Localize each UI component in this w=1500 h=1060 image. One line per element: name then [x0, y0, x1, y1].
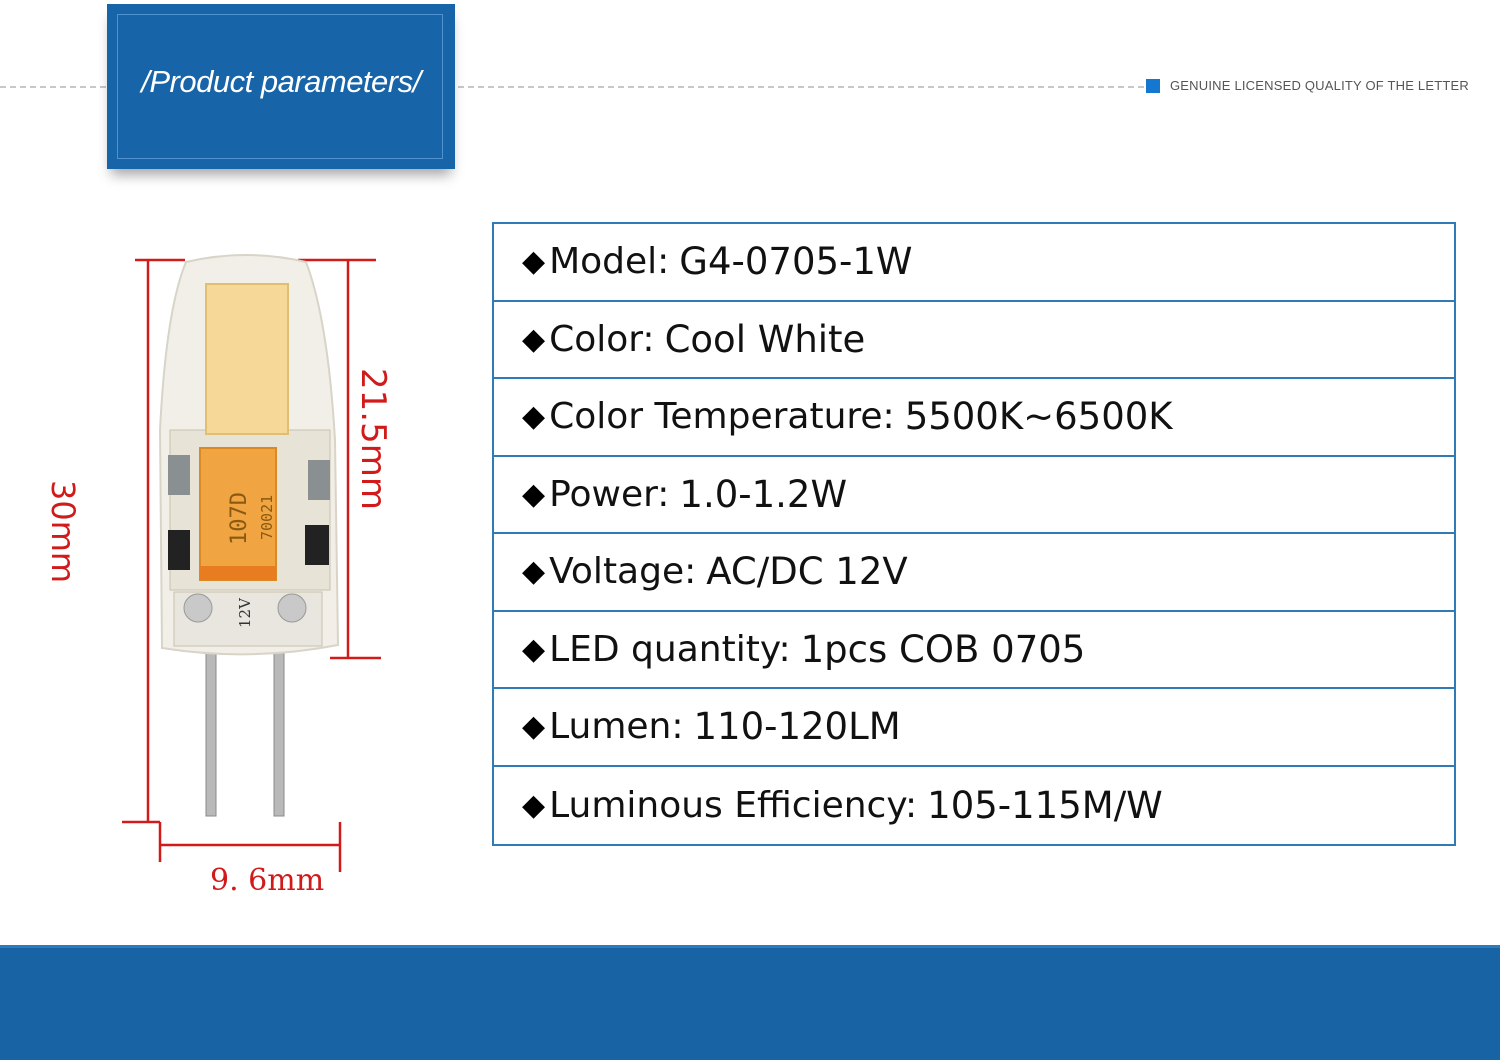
spec-row-color: ◆ Color: Cool White [494, 302, 1454, 379]
spec-row-luminous-efficiency: ◆ Luminous Efficiency: 105-115M/W [494, 767, 1454, 845]
spec-value: Cool White [664, 317, 866, 361]
spec-row-lumen: ◆ Lumen: 110-120LM [494, 689, 1454, 767]
cob-chip [205, 283, 289, 435]
spec-row-power: ◆ Power: 1.0-1.2W [494, 457, 1454, 534]
spec-row-model: ◆ Model: G4-0705-1W [494, 224, 1454, 302]
diamond-bullet-icon: ◆ [522, 321, 546, 357]
tagline-text: GENUINE LICENSED QUALITY OF THE LETTER [1170, 78, 1469, 93]
spec-label: Voltage: [549, 551, 697, 593]
voltage-mark: 12V [236, 597, 254, 628]
spec-label: Color Temperature: [549, 396, 895, 438]
capacitor-code: 107D [227, 492, 252, 545]
page-title: /Product parameters/ [141, 64, 421, 99]
spec-value: 110-120LM [693, 705, 901, 749]
pin-socket [183, 593, 213, 623]
bulb-dimension-drawing: 107D 70021 12V 30mm 21.5mm 9. 6mm [44, 254, 393, 898]
pin-right [273, 639, 285, 817]
spec-label: Lumen: [549, 706, 684, 748]
diamond-bullet-icon: ◆ [522, 244, 546, 280]
divider-right [458, 86, 1144, 88]
spec-value: G4-0705-1W [679, 240, 913, 284]
solder-pad [168, 455, 190, 495]
pin-socket [277, 593, 307, 623]
dimension-total-height: 30mm [44, 480, 82, 583]
spec-label: Luminous Efficiency: [549, 784, 918, 826]
diamond-bullet-icon: ◆ [522, 631, 546, 667]
diamond-bullet-icon: ◆ [522, 399, 546, 435]
spec-value: 105-115M/W [927, 783, 1163, 827]
product-diagram: 107D 70021 12V 30mm 21.5mm 9. 6mm [0, 200, 480, 920]
spec-value: 1pcs COB 0705 [800, 627, 1086, 671]
tagline: GENUINE LICENSED QUALITY OF THE LETTER [1146, 78, 1469, 93]
dimension-width: 9. 6mm [210, 863, 324, 898]
spec-row-color-temperature: ◆ Color Temperature: 5500K~6500K [494, 379, 1454, 457]
divider-left [0, 86, 106, 88]
diamond-bullet-icon: ◆ [522, 709, 546, 745]
spec-label: LED quantity: [549, 628, 791, 670]
spec-row-voltage: ◆ Voltage: AC/DC 12V [494, 534, 1454, 612]
dimension-body-height: 21.5mm [353, 368, 393, 510]
dimension-lines [122, 258, 381, 872]
spec-value: 5500K~6500K [904, 395, 1173, 439]
capacitor-band [200, 566, 276, 580]
spec-label: Power: [549, 473, 670, 515]
spec-value: AC/DC 12V [706, 550, 908, 594]
spec-table: ◆ Model: G4-0705-1W ◆ Color: Cool White … [492, 222, 1456, 846]
capacitor-sub: 70021 [258, 495, 276, 540]
diamond-bullet-icon: ◆ [522, 787, 546, 823]
diode [168, 530, 190, 570]
spec-row-led-quantity: ◆ LED quantity: 1pcs COB 0705 [494, 612, 1454, 689]
diamond-bullet-icon: ◆ [522, 476, 546, 512]
footer-band [0, 945, 1500, 1060]
solder-pad [308, 460, 330, 500]
diode [305, 525, 329, 565]
blue-square-icon [1146, 78, 1160, 93]
spec-label: Model: [549, 241, 670, 283]
pin-left [205, 639, 217, 817]
header-badge-frame [117, 14, 443, 159]
diamond-bullet-icon: ◆ [522, 554, 546, 590]
spec-value: 1.0-1.2W [679, 472, 848, 516]
spec-label: Color: [549, 318, 655, 360]
header-badge: /Product parameters/ [107, 4, 455, 169]
